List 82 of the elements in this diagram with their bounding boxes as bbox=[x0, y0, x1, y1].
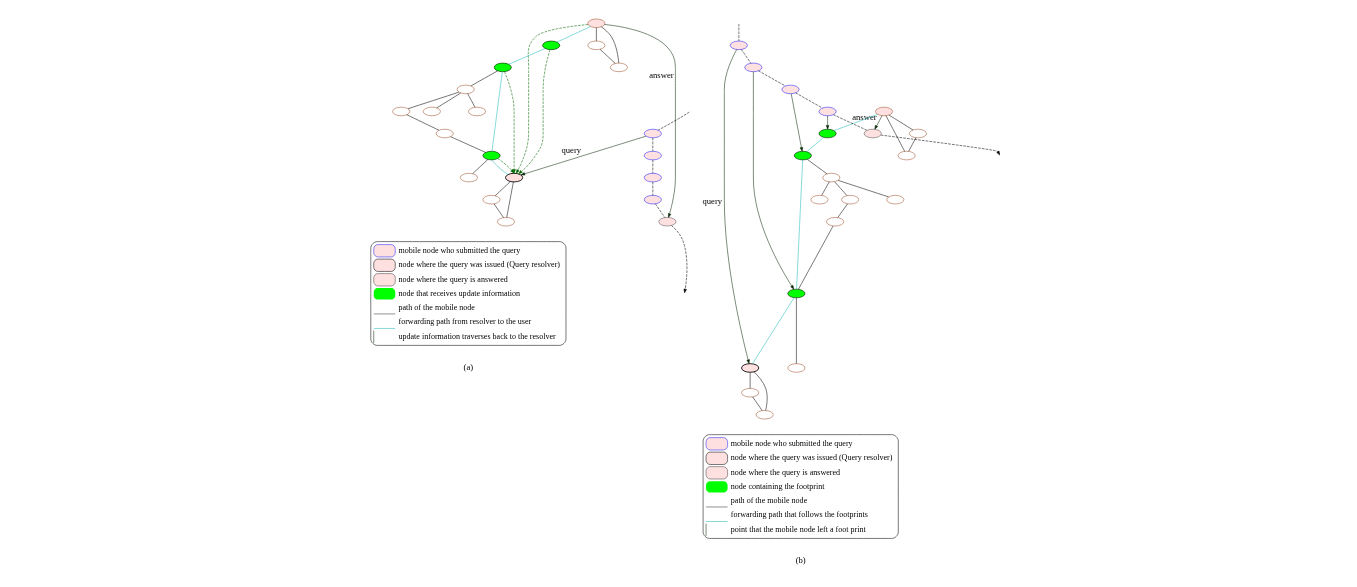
node-ellipse bbox=[435, 128, 454, 139]
legend-label: forwarding path that follows the footprints bbox=[730, 510, 868, 520]
legend-label: point that the mobile node left a foot print bbox=[730, 524, 866, 534]
node-ellipse bbox=[810, 195, 828, 205]
legend-label: node that receives update information bbox=[397, 288, 520, 298]
legend-label: node where the query was issued (Query resolver) bbox=[397, 260, 560, 270]
node-ellipse bbox=[422, 106, 441, 117]
connector bbox=[885, 115, 905, 152]
node-ellipse bbox=[493, 62, 512, 72]
node-ellipse bbox=[391, 106, 410, 117]
node-ellipse bbox=[643, 195, 662, 205]
node-ellipse bbox=[821, 173, 840, 183]
node-ellipse bbox=[793, 151, 812, 161]
node-ellipse bbox=[729, 40, 748, 50]
connector bbox=[494, 181, 511, 196]
edge-label: query bbox=[561, 144, 581, 155]
label: (b) bbox=[795, 555, 806, 566]
arrow bbox=[880, 134, 1000, 156]
node-ellipse bbox=[863, 128, 882, 139]
node-ellipse bbox=[467, 106, 486, 117]
node-ellipse bbox=[744, 62, 762, 72]
arrow bbox=[752, 71, 794, 290]
legend-label: forwarding path from resolver to the user bbox=[397, 317, 531, 327]
arrow bbox=[515, 24, 588, 174]
node-ellipse bbox=[459, 173, 478, 183]
connector bbox=[508, 48, 545, 65]
arrow bbox=[603, 24, 676, 218]
arrow bbox=[517, 49, 550, 175]
edge-label: answer bbox=[648, 69, 674, 80]
node-ellipse bbox=[643, 173, 662, 183]
connector bbox=[806, 137, 824, 152]
node-ellipse bbox=[541, 40, 560, 50]
label: (a) bbox=[463, 362, 473, 373]
node-ellipse bbox=[740, 388, 759, 398]
arrow bbox=[874, 115, 882, 130]
legend-label: mobile node who submitted the query bbox=[397, 245, 520, 255]
legend-label: mobile node who submitted the query bbox=[730, 438, 853, 448]
node-ellipse bbox=[755, 410, 774, 420]
legend-label: node where the query is answered bbox=[397, 274, 508, 284]
arrow bbox=[723, 49, 750, 364]
node-ellipse bbox=[657, 217, 676, 227]
node-ellipse bbox=[874, 106, 893, 117]
node-ellipse bbox=[885, 195, 904, 205]
node-ellipse bbox=[609, 62, 628, 72]
connector bbox=[491, 159, 508, 175]
node-ellipse bbox=[781, 84, 799, 94]
node-ellipse bbox=[496, 217, 515, 227]
node-ellipse bbox=[818, 106, 836, 117]
connector bbox=[749, 372, 750, 389]
edge-label: query bbox=[702, 196, 722, 207]
connector bbox=[657, 111, 690, 131]
node-ellipse bbox=[787, 288, 805, 299]
edge-label: answer bbox=[851, 111, 877, 122]
node-ellipse bbox=[482, 195, 500, 205]
legend-label: node where the query was issued (Query resolver) bbox=[730, 453, 892, 463]
arrow bbox=[670, 225, 687, 294]
node-ellipse bbox=[825, 217, 844, 227]
node-ellipse bbox=[587, 40, 605, 50]
node-ellipse bbox=[456, 84, 475, 94]
node-ellipse bbox=[587, 18, 605, 28]
connector bbox=[907, 137, 916, 152]
connector bbox=[506, 181, 514, 218]
node-ellipse bbox=[818, 128, 836, 139]
node-ellipse bbox=[897, 151, 915, 161]
node-ellipse bbox=[840, 195, 859, 205]
connector bbox=[751, 297, 794, 365]
legend-label: path of the mobile node bbox=[397, 302, 475, 312]
legend-label: node where the query is answered bbox=[730, 467, 840, 477]
legend-label: node containing the footprint bbox=[730, 481, 824, 491]
arrow bbox=[790, 93, 803, 152]
node-ellipse bbox=[787, 363, 805, 373]
node-ellipse bbox=[482, 151, 500, 161]
connector bbox=[753, 371, 767, 411]
node-ellipse bbox=[643, 128, 662, 139]
legend-label: path of the mobile node bbox=[730, 495, 807, 505]
connector bbox=[833, 114, 878, 131]
legend-label: update information traverses back to the resolver bbox=[397, 331, 556, 341]
node-ellipse bbox=[643, 151, 662, 161]
arrow bbox=[825, 115, 829, 130]
arrow bbox=[520, 135, 646, 176]
node-ellipse bbox=[740, 363, 759, 373]
node-ellipse bbox=[908, 128, 927, 139]
